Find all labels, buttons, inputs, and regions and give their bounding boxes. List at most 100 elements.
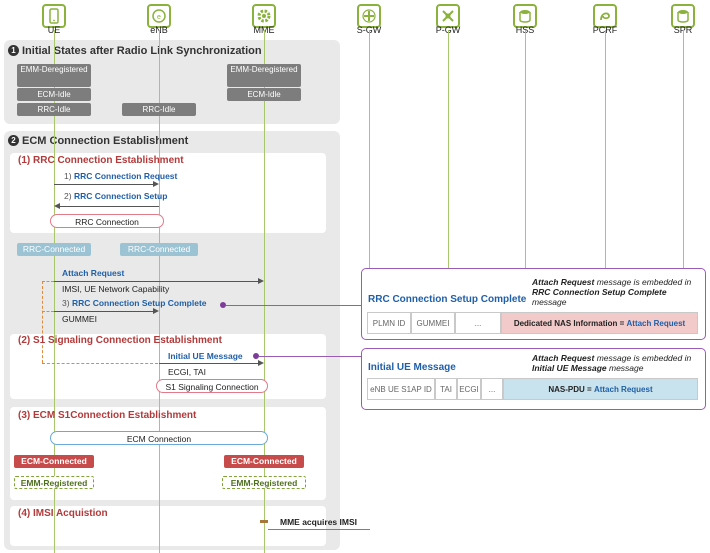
arrowhead-right bbox=[258, 360, 264, 366]
subsection-title: (1) RRC Connection Establishment bbox=[18, 155, 184, 166]
ue-state-rrc-connected: RRC-Connected bbox=[17, 243, 91, 256]
section-number: 2 bbox=[8, 135, 19, 146]
callout-note: Attach Request message is embedded in In… bbox=[532, 353, 702, 373]
callout-anchor-dot bbox=[253, 353, 259, 359]
pcrf-icon bbox=[593, 4, 617, 28]
orange-dashed-path bbox=[42, 281, 54, 282]
mme-state-ecm-idle: ECM-Idle bbox=[227, 88, 301, 101]
note-text: message is embedded in bbox=[594, 353, 692, 363]
arrowhead-right bbox=[153, 181, 159, 187]
entity-label: UE bbox=[47, 25, 61, 35]
note-em: Initial UE Message bbox=[532, 363, 607, 373]
ue-state-ecm-connected: ECM-Connected bbox=[14, 455, 94, 468]
msg-initial-ue-message: Initial UE Message bbox=[168, 351, 243, 361]
lifeline-spr bbox=[683, 30, 684, 270]
field-dedicated-nas-info: Dedicated NAS Information = Attach Reque… bbox=[501, 312, 698, 334]
ue-state-emm-registered: EMM-Registered bbox=[14, 476, 94, 489]
gummei-label: GUMMEI bbox=[62, 314, 97, 324]
gear-icon bbox=[252, 4, 276, 28]
pgw-icon bbox=[436, 4, 460, 28]
lifeline-pgw bbox=[448, 30, 449, 270]
enb-state-rrc-idle: RRC-Idle bbox=[122, 103, 196, 116]
lifeline-mme bbox=[264, 30, 265, 553]
ue-state-rrc-idle: RRC-Idle bbox=[17, 103, 91, 116]
section-title-text: ECM Connection Establishment bbox=[22, 135, 189, 147]
mme-state-emm-registered: EMM-Registered bbox=[222, 476, 306, 489]
field-label: NAS-PDU = bbox=[548, 385, 594, 394]
callout-title: Initial UE Message bbox=[368, 362, 456, 373]
s1-params: ECGI, TAI bbox=[168, 367, 206, 377]
field-tai: TAI bbox=[435, 378, 457, 400]
note-text: message bbox=[532, 297, 567, 307]
callout-initial-ue-message: Initial UE Message Attach Request messag… bbox=[361, 348, 706, 410]
arrowhead-right bbox=[258, 278, 264, 284]
msg-label: RRC Connection Request bbox=[73, 171, 178, 181]
field-plmn-id: PLMN ID bbox=[367, 312, 411, 334]
field-label: Dedicated NAS Information = bbox=[513, 319, 627, 328]
field-enb-ue-s1ap-id: eNB UE S1AP ID bbox=[367, 378, 435, 400]
lifeline-pcrf bbox=[605, 30, 606, 270]
msg-label: Initial UE Message bbox=[168, 351, 243, 361]
callout-anchor-dot bbox=[220, 302, 226, 308]
lifeline-ue bbox=[54, 30, 55, 553]
msg-label: Attach Request bbox=[62, 268, 125, 278]
mme-note-line bbox=[268, 529, 370, 530]
note-em: Attach Request bbox=[532, 277, 595, 287]
field-ecgi: ECGI bbox=[457, 378, 481, 400]
ue-state-emm-deregistered: EMM-Deregistered bbox=[17, 64, 91, 87]
note-em: RRC Connection Setup Complete bbox=[532, 287, 667, 297]
mme-note-connector bbox=[260, 520, 268, 523]
mme-acquires-imsi: MME acquires IMSI bbox=[280, 517, 357, 527]
mme-state-emm-deregistered: EMM-Deregistered bbox=[227, 64, 301, 87]
arrow-ue-to-mme bbox=[54, 281, 258, 282]
field-ellipsis: ... bbox=[481, 378, 503, 400]
callout-connector bbox=[259, 356, 362, 357]
lifeline-sgw bbox=[369, 30, 370, 270]
msg-rrc-connection-setup: 2) RRC Connection Setup bbox=[64, 191, 167, 201]
callout-note: Attach Request message is embedded in RR… bbox=[532, 277, 702, 307]
ecm-connection-pill: ECM Connection bbox=[50, 431, 268, 445]
database-icon bbox=[513, 4, 537, 28]
section-number: 1 bbox=[8, 45, 19, 56]
enb-state-rrc-connected: RRC-Connected bbox=[120, 243, 198, 256]
callout-connector bbox=[226, 305, 362, 306]
msg-number: 1) bbox=[64, 171, 72, 181]
msg-number: 2) bbox=[64, 191, 72, 201]
lifeline-hss bbox=[525, 30, 526, 270]
lifeline-enb bbox=[159, 30, 160, 553]
msg-label: RRC Connection Setup bbox=[73, 191, 168, 201]
note-text: message bbox=[606, 363, 644, 373]
subsection-imsi-panel bbox=[10, 506, 326, 546]
callout-title: RRC Connection Setup Complete bbox=[368, 294, 527, 305]
antenna-icon: e bbox=[147, 4, 171, 28]
database-icon bbox=[671, 4, 695, 28]
field-gummei: GUMMEI bbox=[411, 312, 455, 334]
mme-state-ecm-connected: ECM-Connected bbox=[224, 455, 304, 468]
section-title-text: Initial States after Radio Link Synchron… bbox=[22, 45, 262, 57]
svg-text:e: e bbox=[157, 14, 161, 21]
s1-signaling-connection-pill: S1 Signaling Connection bbox=[156, 379, 268, 393]
subsection-title: (4) IMSI Acquistion bbox=[18, 508, 108, 519]
arrow-ue-to-enb bbox=[54, 311, 153, 312]
sgw-icon bbox=[357, 4, 381, 28]
msg-attach-request: Attach Request bbox=[62, 268, 124, 278]
msg-rrc-connection-setup-complete: 3) RRC Connection Setup Complete bbox=[62, 298, 207, 308]
note-text: message is embedded in bbox=[594, 277, 692, 287]
arrow-enb-to-ue bbox=[60, 206, 159, 207]
orange-dashed-path bbox=[42, 281, 43, 363]
subsection-title: (3) ECM S1Connection Establishment bbox=[18, 410, 197, 421]
entity-label: SPR bbox=[673, 25, 693, 35]
rrc-connection-pill: RRC Connection bbox=[50, 214, 164, 228]
entity-label: eNB bbox=[150, 25, 168, 35]
orange-dashed-path bbox=[42, 363, 158, 364]
field-ellipsis: ... bbox=[455, 312, 501, 334]
callout-rrc-setup-complete: RRC Connection Setup Complete Attach Req… bbox=[361, 268, 706, 340]
msg-number: 3) bbox=[62, 298, 70, 308]
orange-dashed-path bbox=[42, 311, 54, 312]
subsection-title: (2) S1 Signaling Connection Establishmen… bbox=[18, 335, 222, 346]
attach-params: IMSI, UE Network Capability bbox=[62, 284, 170, 294]
phone-icon bbox=[42, 4, 66, 28]
field-value: Attach Request bbox=[593, 385, 653, 394]
